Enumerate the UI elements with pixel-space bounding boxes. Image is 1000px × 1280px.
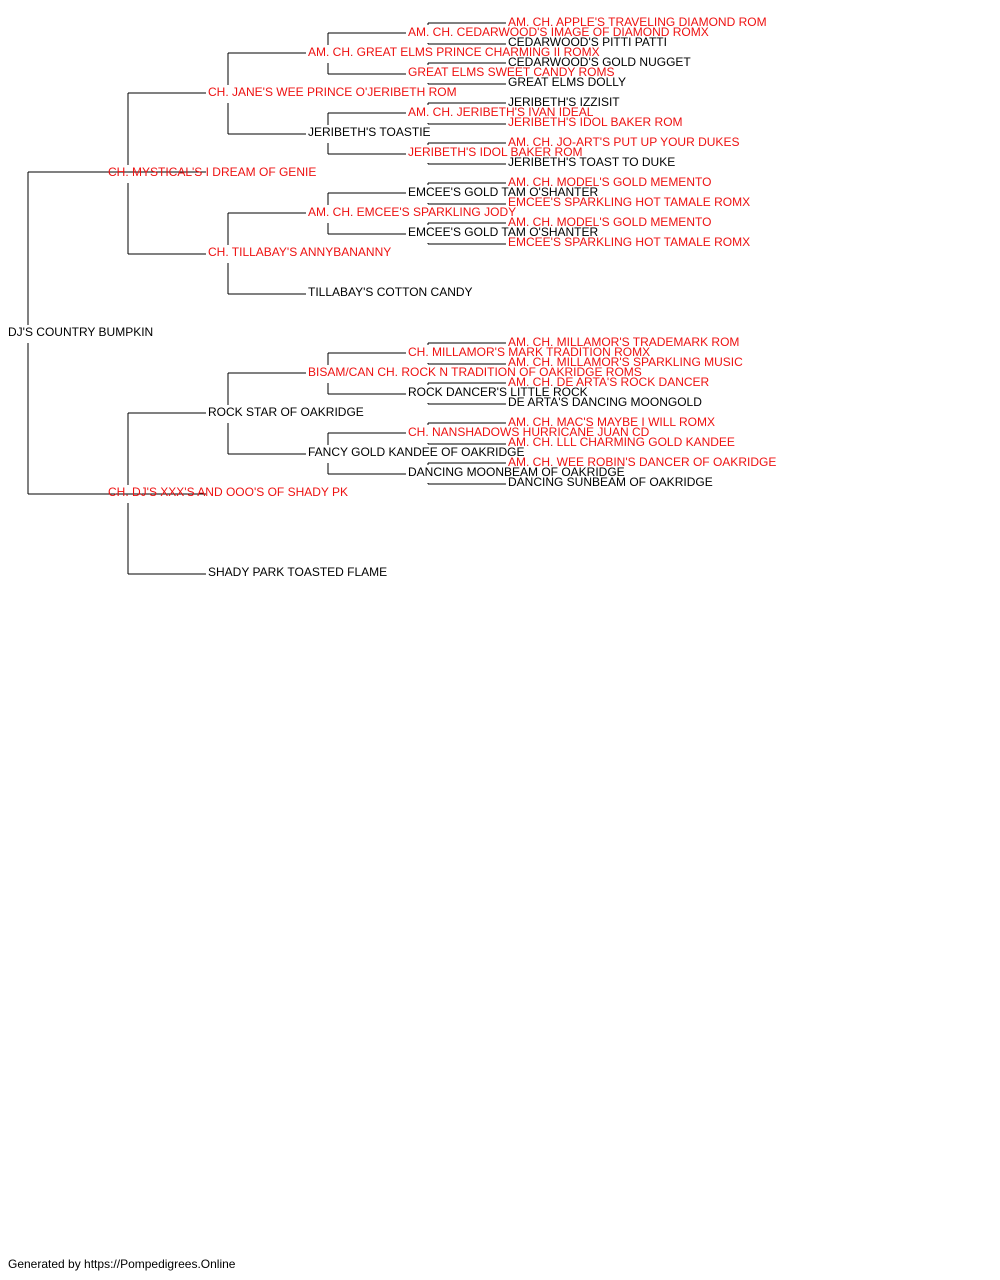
pedigree-name: AM. CH. WEE ROBIN'S DANCER OF OAKRIDGE (508, 455, 776, 469)
generated-by-footer: Generated by https://Pompedigrees.Online (8, 1257, 236, 1271)
pedigree-name: EMCEE'S GOLD TAM O'SHANTER (408, 185, 599, 199)
name-labels: DJ'S COUNTRY BUMPKIN CH. MYSTICAL'S I DRE… (8, 15, 776, 579)
pedigree-name: GREAT ELMS SWEET CANDY ROMS (408, 65, 614, 79)
pedigree-name: AM. CH. MILLAMOR'S SPARKLING MUSIC (508, 355, 743, 369)
pedigree-name: AM. CH. MODEL'S GOLD MEMENTO (508, 175, 711, 189)
pedigree-name: CEDARWOOD'S PITTI PATTI (508, 35, 667, 49)
pedigree-name: FANCY GOLD KANDEE OF OAKRIDGE (308, 445, 525, 459)
pedigree-name: ROCK STAR OF OAKRIDGE (208, 405, 364, 419)
pedigree-name: JERIBETH'S TOAST TO DUKE (508, 155, 675, 169)
pedigree-name: EMCEE'S GOLD TAM O'SHANTER (408, 225, 599, 239)
pedigree-name: CH. NANSHADOWS HURRICANE JUAN CD (408, 425, 650, 439)
pedigree-name: CH. MYSTICAL'S I DREAM OF GENIE (108, 165, 316, 179)
pedigree-name: TILLABAY'S COTTON CANDY (308, 285, 473, 299)
subject-name: DJ'S COUNTRY BUMPKIN (8, 325, 153, 339)
pedigree-name: CH. TILLABAY'S ANNYBANANNY (208, 245, 391, 259)
pedigree-name: DE ARTA'S DANCING MOONGOLD (508, 395, 702, 409)
pedigree-name: GREAT ELMS DOLLY (508, 75, 626, 89)
pedigree-name: BISAM/CAN CH. ROCK N TRADITION OF OAKRID… (308, 365, 642, 379)
pedigree-name: CH. MILLAMOR'S MARK TRADITION ROMX (408, 345, 650, 359)
pedigree-name: DANCING MOONBEAM OF OAKRIDGE (408, 465, 625, 479)
pedigree-name: ROCK DANCER'S LITTLE ROCK (408, 385, 588, 399)
pedigree-name: JERIBETH'S IZZISIT (508, 95, 620, 109)
pedigree-name: AM. CH. MAC'S MAYBE I WILL ROMX (508, 415, 715, 429)
connector-lines (27, 22, 506, 575)
pedigree-name: JERIBETH'S TOASTIE (308, 125, 431, 139)
pedigree-name: AM. CH. CEDARWOOD'S IMAGE OF DIAMOND ROM… (408, 25, 709, 39)
pedigree-name: AM. CH. EMCEE'S SPARKLING JODY (308, 205, 516, 219)
pedigree-name: AM. CH. MODEL'S GOLD MEMENTO (508, 215, 711, 229)
pedigree-name: EMCEE'S SPARKLING HOT TAMALE ROMX (508, 235, 750, 249)
pedigree-name: JERIBETH'S IDOL BAKER ROM (408, 145, 583, 159)
pedigree-name: AM. CH. LLL CHARMING GOLD KANDEE (508, 435, 735, 449)
pedigree-name: SHADY PARK TOASTED FLAME (208, 565, 387, 579)
pedigree-name: AM. CH. GREAT ELMS PRINCE CHARMING II RO… (308, 45, 600, 59)
pedigree-name: EMCEE'S SPARKLING HOT TAMALE ROMX (508, 195, 750, 209)
pedigree-name: CH. DJ'S XXX'S AND OOO'S OF SHADY PK (108, 485, 348, 499)
pedigree-name: DANCING SUNBEAM OF OAKRIDGE (508, 475, 713, 489)
pedigree-name: CH. JANE'S WEE PRINCE O'JERIBETH ROM (208, 85, 457, 99)
pedigree-name: AM. CH. JERIBETH'S IVAN IDEAL (408, 105, 594, 119)
pedigree-name: AM. CH. MILLAMOR'S TRADEMARK ROM (508, 335, 739, 349)
pedigree-name: JERIBETH'S IDOL BAKER ROM (508, 115, 683, 129)
pedigree-name: AM. CH. JO-ART'S PUT UP YOUR DUKES (508, 135, 739, 149)
pedigree-name: AM. CH. DE ARTA'S ROCK DANCER (508, 375, 710, 389)
pedigree-name: AM. CH. APPLE'S TRAVELING DIAMOND ROM (508, 15, 767, 29)
pedigree-name: CEDARWOOD'S GOLD NUGGET (508, 55, 691, 69)
